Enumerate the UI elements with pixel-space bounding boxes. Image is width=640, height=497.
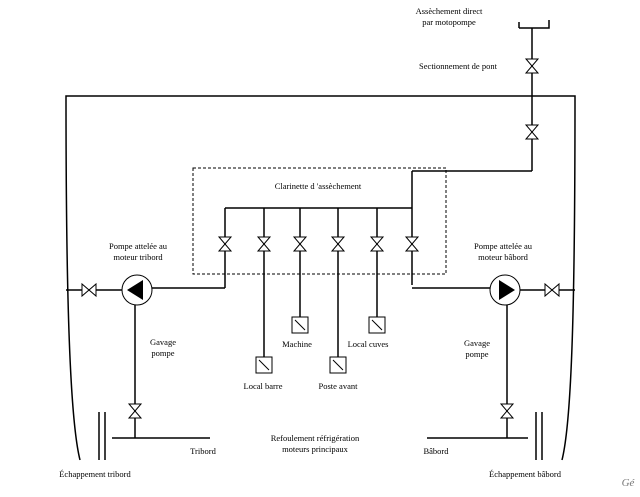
strainer-local-barre xyxy=(255,356,273,374)
label-sectionnement: Sectionnement de pont xyxy=(419,61,498,71)
valve-direct xyxy=(524,124,540,140)
motopompe-connector xyxy=(518,20,550,29)
signature: Gé xyxy=(622,477,636,489)
valves xyxy=(81,58,560,419)
label-gavage-left-1: Gavage xyxy=(150,337,176,347)
valve-tribord-intake xyxy=(81,282,97,298)
clarinette-box xyxy=(192,167,447,275)
label-local-cuves: Local cuves xyxy=(348,339,389,349)
label-local-barre: Local barre xyxy=(244,381,283,391)
pump-tribord xyxy=(121,274,153,306)
label-babord: Bâbord xyxy=(423,446,449,456)
label-pompe-tribord-2: moteur tribord xyxy=(113,252,163,262)
strainer-poste-avant xyxy=(329,356,347,374)
valve-branch-5 xyxy=(369,236,385,252)
strainers xyxy=(255,316,386,374)
label-gavage-right-2: pompe xyxy=(465,349,488,359)
label-tribord: Tribord xyxy=(190,446,216,456)
valve-sectionnement xyxy=(524,58,540,74)
pump-babord xyxy=(489,274,521,306)
strainer-local-cuves xyxy=(368,316,386,334)
valve-branch-1 xyxy=(217,236,233,252)
pipework xyxy=(66,28,575,460)
label-gavage-right-1: Gavage xyxy=(464,338,490,348)
label-pompe-babord-1: Pompe attelée au xyxy=(474,241,533,251)
label-poste-avant: Poste avant xyxy=(319,381,359,391)
label-pompe-babord-2: moteur bâbord xyxy=(478,252,529,262)
valve-branch-6 xyxy=(404,236,420,252)
label-machine: Machine xyxy=(282,339,312,349)
label-echappement-tribord: Échappement tribord xyxy=(59,469,131,479)
label-clarinette: Clarinette d 'assèchement xyxy=(275,181,362,191)
valve-gavage-left xyxy=(127,403,143,419)
valve-branch-4 xyxy=(330,236,346,252)
valve-gavage-right xyxy=(499,403,515,419)
valve-babord-intake xyxy=(544,282,560,298)
label-direct-1: Assèchement direct xyxy=(416,6,483,16)
label-direct-2: par motopompe xyxy=(422,17,476,27)
hull-outline xyxy=(65,95,576,461)
label-refoulement-1: Refoulement réfrigération xyxy=(271,433,360,443)
strainer-machine xyxy=(291,316,309,334)
label-pompe-tribord-1: Pompe attelée au xyxy=(109,241,168,251)
valve-branch-3 xyxy=(292,236,308,252)
label-refoulement-2: moteurs principaux xyxy=(282,444,349,454)
label-echappement-babord: Échappement bâbord xyxy=(489,469,562,479)
valve-branch-2 xyxy=(256,236,272,252)
label-gavage-left-2: pompe xyxy=(151,348,174,358)
